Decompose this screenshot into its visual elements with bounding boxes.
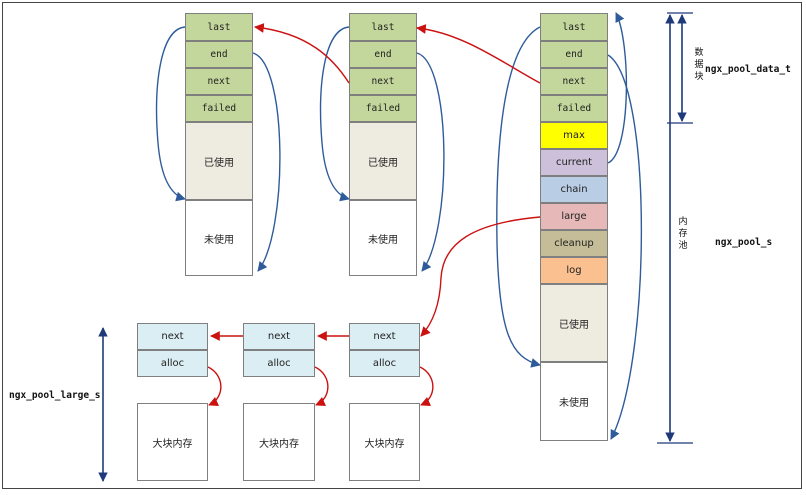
large3-alloc-pointer (419, 366, 434, 406)
pool1-used-region: 已使用 (185, 122, 253, 200)
pool-vertical-label: 内存池 (678, 217, 688, 251)
pool2-unused-region: 未使用 (349, 200, 417, 276)
large2-memory-block: 大块内存 (243, 403, 315, 481)
pool3-last-field: last (540, 13, 608, 41)
pool3-chain-field: chain (540, 176, 608, 203)
large3-alloc-field: alloc (349, 350, 420, 377)
ngx-pool-large-s-label: ngx_pool_large_s (9, 390, 101, 401)
large1-alloc-pointer (207, 366, 222, 406)
ngx-pool-s-label: ngx_pool_s (715, 237, 773, 248)
pool2-last-pointer (319, 26, 350, 202)
pool3-cleanup-field: cleanup (540, 230, 608, 257)
pool3-next-pointer (416, 24, 541, 84)
large2-alloc-pointer (314, 366, 329, 406)
pool2-failed-field: failed (349, 95, 417, 122)
diagram-canvas: last end next failed 已使用 未使用 last end ne… (2, 2, 802, 489)
pool3-log-field: log (540, 257, 608, 284)
pool3-used-region: 已使用 (540, 284, 608, 362)
pool2-next-pointer (254, 23, 350, 84)
pool3-last-pointer (496, 26, 541, 368)
pool1-end-field: end (185, 41, 253, 68)
pool1-last-field: last (185, 13, 253, 41)
pool2-end-pointer (416, 52, 445, 272)
pool3-end-field: end (540, 41, 608, 68)
pool3-large-field: large (540, 203, 608, 230)
pool3-unused-region: 未使用 (540, 362, 608, 441)
large-pointer (420, 216, 541, 337)
pool3-next-field: next (540, 68, 608, 95)
pool3-max-field: max (540, 122, 608, 149)
large3-next-field: next (349, 323, 420, 350)
pool2-end-field: end (349, 41, 417, 68)
pool1-failed-field: failed (185, 95, 253, 122)
large1-memory-block: 大块内存 (137, 403, 208, 481)
large3-memory-block: 大块内存 (349, 403, 420, 481)
current-pointer (607, 12, 628, 164)
large2-next-field: next (243, 323, 315, 350)
ngx-pool-data-t-label: ngx_pool_data_t (705, 64, 791, 75)
pool2-last-field: last (349, 13, 417, 41)
data-block-vertical-label: 数据块 (694, 48, 704, 82)
pool1-last-pointer (155, 26, 186, 202)
pool1-next-field: next (185, 68, 253, 95)
pool1-unused-region: 未使用 (185, 200, 253, 276)
pool3-end-pointer (607, 54, 643, 440)
pool2-used-region: 已使用 (349, 122, 417, 200)
large1-next-field: next (137, 323, 208, 350)
large2-alloc-field: alloc (243, 350, 315, 377)
pool3-current-field: current (540, 149, 608, 176)
pool1-end-pointer (252, 52, 281, 272)
large1-alloc-field: alloc (137, 350, 208, 377)
pool2-next-field: next (349, 68, 417, 95)
pool3-failed-field: failed (540, 95, 608, 122)
